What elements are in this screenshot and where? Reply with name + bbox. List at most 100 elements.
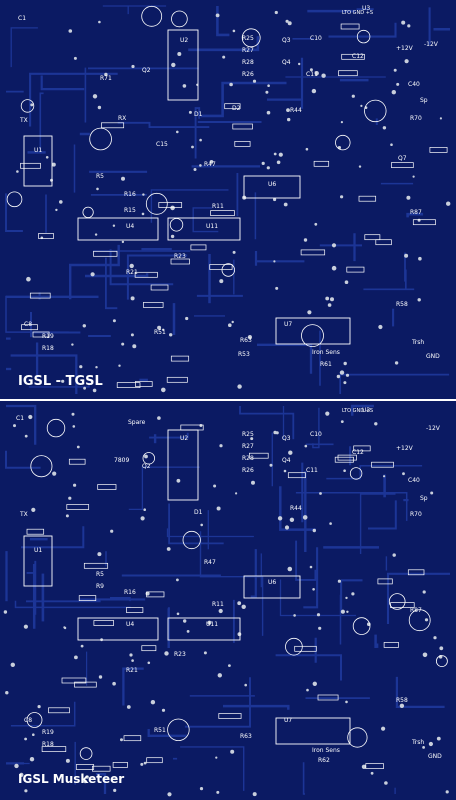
solder-pad <box>345 373 350 377</box>
solder-pad <box>228 664 231 667</box>
resistor-outline <box>146 757 163 764</box>
silk-label-r27: R27 <box>242 47 254 54</box>
copper-trace <box>69 244 120 300</box>
resistor-outline <box>313 160 330 167</box>
copper-trace <box>180 746 245 791</box>
solder-pad <box>120 738 123 742</box>
silk-label-r16: R16 <box>124 589 136 596</box>
copper-trace <box>312 407 320 449</box>
solder-pad <box>183 619 187 623</box>
resistor-outline <box>412 219 436 226</box>
solder-pad <box>396 82 400 86</box>
silk-label-r58: R58 <box>396 301 408 308</box>
copper-trace <box>340 579 363 612</box>
silk-label-r51: R51 <box>154 329 166 336</box>
silk-label-tx: TX <box>19 511 28 518</box>
bottom-board-title: IGSL Musketeer <box>18 772 124 786</box>
solder-pad <box>439 646 444 651</box>
solder-pad <box>231 320 234 324</box>
solder-pad <box>273 152 277 156</box>
solder-pad <box>314 71 319 76</box>
solder-pad <box>140 762 144 766</box>
solder-pad <box>307 310 312 315</box>
solder-pad <box>232 250 236 254</box>
solder-pad <box>63 626 66 629</box>
solder-pad <box>351 94 355 98</box>
solder-pad <box>319 492 322 495</box>
ic-outline <box>275 317 351 345</box>
solder-pad <box>343 361 347 366</box>
solder-pad <box>219 279 224 284</box>
solder-pad <box>85 775 89 779</box>
solder-pad <box>252 792 257 797</box>
resistor-outline <box>429 147 448 153</box>
silk-label-u7: U7 <box>284 717 292 724</box>
silk-label-r28: R28 <box>242 455 254 462</box>
solder-pad <box>68 29 73 33</box>
silk-label-r70: R70 <box>410 511 422 518</box>
solder-pad <box>170 205 175 211</box>
resistor-outline <box>101 122 125 129</box>
solder-pad <box>340 420 344 423</box>
solder-pad <box>305 147 309 151</box>
solder-pad <box>252 79 257 83</box>
resistor-outline <box>317 694 339 701</box>
resistor-outline <box>48 707 70 714</box>
resistor-outline <box>407 569 425 576</box>
ic-outline <box>167 29 199 101</box>
silk-label-q3: Q3 <box>282 37 291 44</box>
solder-pad <box>59 200 63 204</box>
capacitor-outline <box>30 455 53 478</box>
silk-label-d2: D2 <box>232 105 241 112</box>
silk-label-tx: TX <box>19 117 28 124</box>
copper-trace <box>147 729 187 737</box>
solder-pad <box>422 746 425 749</box>
solder-pad <box>340 609 345 614</box>
silk-label-r71: R71 <box>100 75 112 82</box>
silk-label-c8: C8 <box>24 717 32 724</box>
solder-pad <box>430 491 434 495</box>
solder-pad <box>275 431 279 435</box>
resistor-outline <box>364 234 381 241</box>
resistor-outline <box>170 355 190 362</box>
capacitor-outline <box>167 718 190 742</box>
resistor-outline <box>20 162 41 169</box>
solder-pad <box>110 529 114 533</box>
solder-pad <box>216 790 220 794</box>
solder-pad <box>131 64 135 69</box>
solder-pad <box>424 618 429 622</box>
resistor-outline <box>371 461 394 468</box>
resistor-outline <box>68 458 86 465</box>
copper-trace <box>5 450 41 469</box>
solder-pad <box>37 705 41 709</box>
capacitor-outline <box>285 637 303 656</box>
silk-label-r26: R26 <box>242 467 254 474</box>
solder-pad <box>304 444 308 448</box>
solder-pad <box>321 73 326 78</box>
silk-label-c40: C40 <box>408 81 420 88</box>
solder-pad <box>203 651 207 655</box>
silk-label-iron-sens: Iron Sens <box>312 747 340 754</box>
resistor-outline <box>377 578 393 585</box>
copper-trace <box>126 254 188 300</box>
resistor-outline <box>26 528 45 535</box>
solder-pad <box>121 240 125 244</box>
solder-pad <box>244 683 247 687</box>
copper-trace <box>239 406 295 440</box>
solder-pad <box>417 218 421 222</box>
silk-label-c10: C10 <box>310 431 322 438</box>
solder-pad <box>269 463 273 467</box>
ic-outline <box>77 617 159 641</box>
solder-pad <box>232 29 236 33</box>
resistor-outline <box>170 258 190 265</box>
silk-label-d1: D1 <box>194 111 203 118</box>
capacitor-outline <box>89 127 112 151</box>
solder-pad <box>80 644 84 648</box>
silk-label-r11: R11 <box>212 203 224 210</box>
resistor-outline <box>21 324 38 331</box>
resistor-outline <box>158 202 183 208</box>
silk-label-c1: C1 <box>16 415 24 422</box>
resistor-outline <box>340 23 360 30</box>
solder-pad <box>199 787 204 791</box>
solder-pad <box>129 653 133 657</box>
